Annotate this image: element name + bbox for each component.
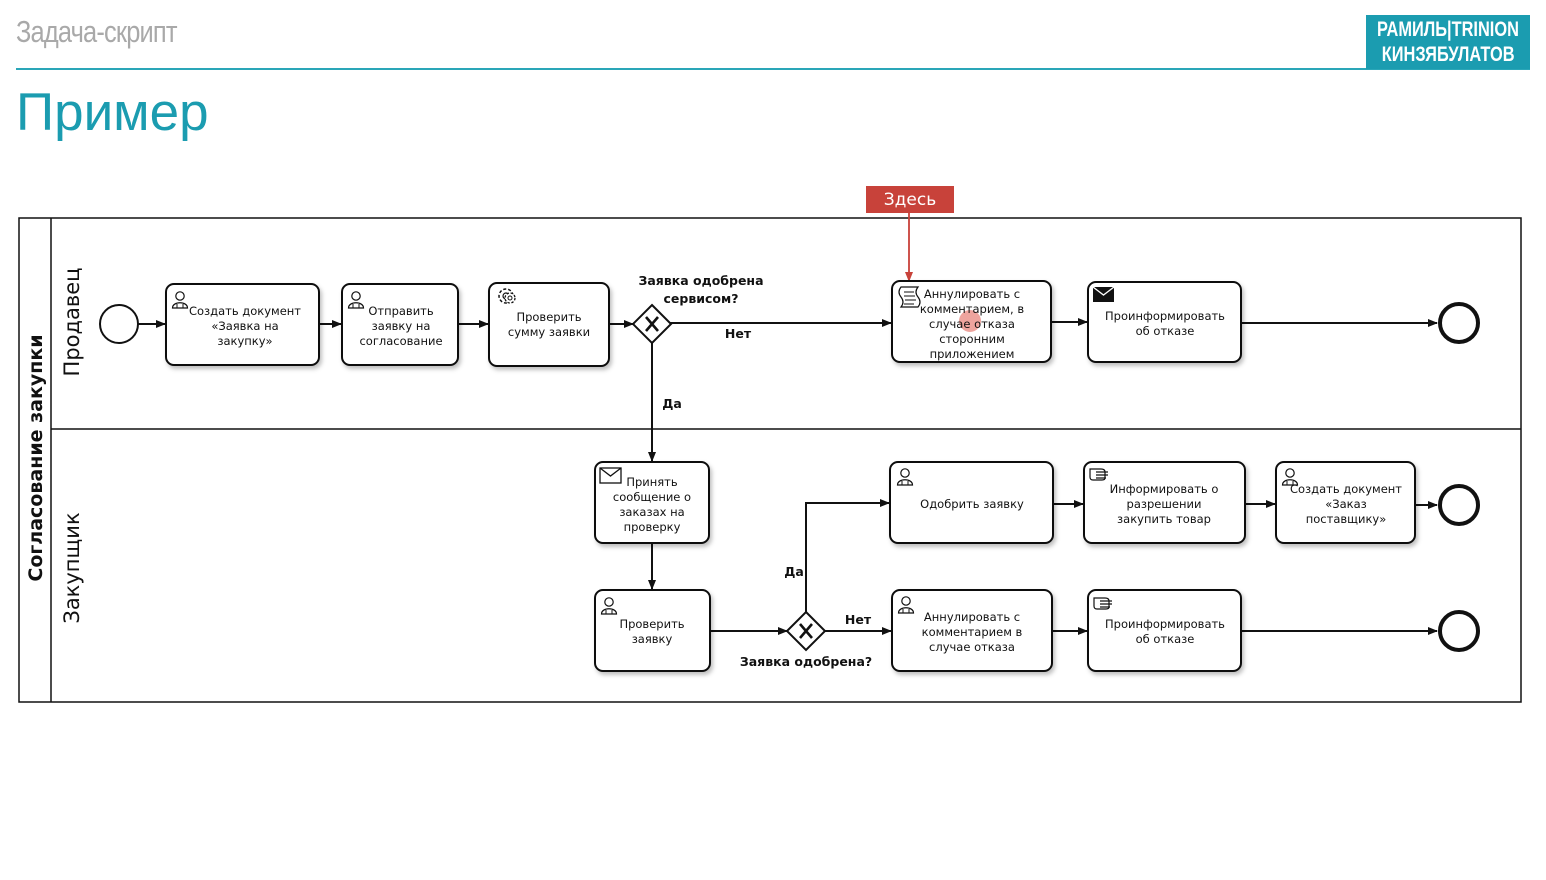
- task-notify-rejection-seller: Проинформировать об отказе: [1105, 309, 1225, 338]
- task-create-request: Создать документ «Заявка на закупку»: [188, 303, 302, 348]
- slide-heading: Пример: [16, 83, 209, 142]
- task-notify-rejection-buyer: Проинформировать об отказе: [1105, 617, 1225, 646]
- callout-badge: Здесь: [866, 186, 954, 213]
- task-inform-purchase-permission: Информировать о разрешении закупить това…: [1109, 481, 1219, 526]
- start-event: [99, 304, 139, 344]
- lane-label-seller: Продавец: [60, 267, 84, 377]
- end-event-reject: [1438, 610, 1480, 652]
- receive-envelope-icon: [599, 467, 622, 484]
- task-receive-order-message: Принять сообщение о заказах на проверку: [612, 475, 692, 534]
- brand-logo: РАМИЛЬ|TRINION КИНЗЯБУЛАТОВ: [1366, 15, 1530, 69]
- script-icon: [898, 286, 921, 308]
- flow-label-yes-approval: Да: [784, 564, 804, 579]
- logo-line-2: КИНЗЯБУЛАТОВ: [1381, 43, 1515, 66]
- header-divider: [16, 68, 1530, 70]
- end-event-seller: [1438, 302, 1480, 344]
- task-check-amount: Проверить сумму заявки: [507, 310, 591, 339]
- end-event-order: [1438, 484, 1480, 526]
- send-envelope-icon: [1092, 286, 1115, 302]
- lane-label-buyer: Закупщик: [60, 512, 84, 624]
- logo-line-1: РАМИЛЬ|TRINION: [1377, 18, 1519, 41]
- topic-title: Задача-скрипт: [16, 14, 177, 49]
- task-check-request: Проверить заявку: [619, 617, 685, 646]
- flow-label-no-approval: Нет: [844, 612, 872, 627]
- pool: [18, 217, 1522, 703]
- flow-label-yes-service: Да: [662, 396, 682, 411]
- flow-label-no-service: Нет: [724, 326, 752, 341]
- task-cancel-by-script: Аннулировать с комментарием, в случае от…: [919, 286, 1025, 361]
- gateway-approval-question: Заявка одобрена?: [739, 654, 873, 669]
- task-create-supplier-order: Создать документ «Заказ поставщику»: [1289, 481, 1403, 526]
- task-approve-request: Одобрить заявку: [920, 496, 1024, 511]
- task-boxes: [165, 280, 1416, 672]
- task-cancel-with-comment: Аннулировать с комментарием в случае отк…: [921, 609, 1023, 654]
- pool-label: Согласование закупки: [25, 334, 47, 582]
- gateway-service-approval: [631, 303, 673, 345]
- task-send-for-approval: Отправить заявку на согласование: [359, 303, 443, 348]
- gateway-approval: [785, 610, 827, 652]
- gateway-service-question: Заявка одобрена сервисом?: [638, 273, 764, 306]
- pointer-highlight: [959, 310, 981, 332]
- sequence-flows: [138, 318, 1438, 635]
- gear-icon: [498, 288, 516, 304]
